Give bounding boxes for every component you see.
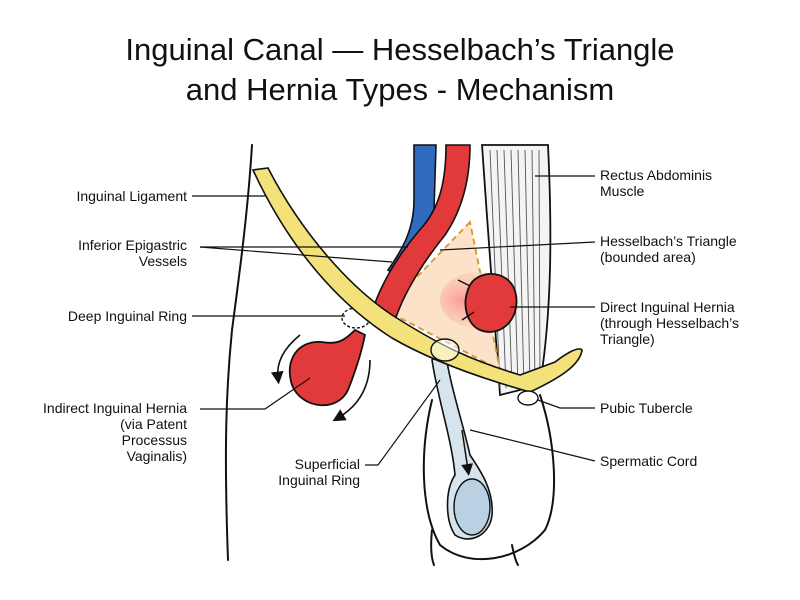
- leader-superficial-ring: [365, 379, 441, 466]
- label-indirect-hernia-line-4: Vaginalis): [127, 448, 187, 464]
- title-line-2: and Hernia Types - Mechanism: [185, 72, 615, 107]
- label-spermatic-cord-line-1: Spermatic Cord: [600, 453, 697, 469]
- leader-lines: [192, 175, 596, 466]
- direct-hernia-arrows: [457, 279, 475, 321]
- label-superficial-ring-line-1: Superficial: [295, 456, 360, 472]
- label-direct-hernia: Direct Inguinal Hernia(through Hesselbac…: [600, 299, 739, 347]
- label-rectus-line-2: Muscle: [600, 183, 645, 199]
- label-inguinal-ligament-line-1: Inguinal Ligament: [76, 188, 187, 204]
- label-direct-hernia-line-2: (through Hesselbach’s: [600, 315, 739, 331]
- thigh-outline: [430, 529, 519, 566]
- cord-arrow: [461, 429, 474, 476]
- label-direct-hernia-line-3: Triangle): [600, 331, 655, 347]
- label-indirect-hernia-line-3: Processus: [122, 432, 187, 448]
- testis: [453, 478, 491, 536]
- label-hesselbach-line-2: (bounded area): [600, 249, 696, 265]
- leader-spermatic-cord: [469, 429, 596, 462]
- indirect-hernia-arrow-left: [270, 334, 301, 385]
- label-inferior-epigastric-line-1: Inferior Epigastric: [78, 237, 187, 253]
- label-hesselbach: Hesselbach’s Triangle(bounded area): [600, 233, 737, 265]
- label-deep-ring-line-1: Deep Inguinal Ring: [68, 308, 187, 324]
- label-superficial-ring-line-2: Inguinal Ring: [278, 472, 360, 488]
- diagram-title: Inguinal Canal — Hesselbach’s Triangle a…: [0, 30, 800, 110]
- label-pubic-tubercle-line-1: Pubic Tubercle: [600, 400, 693, 416]
- indirect-hernia-sac: [288, 328, 367, 407]
- label-indirect-hernia-line-2: (via Patent: [120, 416, 187, 432]
- leader-epigastric-2: [199, 246, 393, 263]
- direct-hernia-sac: [464, 273, 518, 333]
- superficial-ring: [430, 338, 460, 362]
- label-inguinal-ligament: Inguinal Ligament: [76, 188, 187, 204]
- label-pubic-tubercle: Pubic Tubercle: [600, 400, 693, 416]
- label-direct-hernia-line-1: Direct Inguinal Hernia: [600, 299, 735, 315]
- body-outline: [224, 144, 253, 561]
- pubic-tubercle: [517, 390, 539, 406]
- title-line-1: Inguinal Canal — Hesselbach’s Triangle: [125, 32, 675, 67]
- label-inferior-epigastric-line-2: Vessels: [139, 253, 187, 269]
- leader-pubic-tubercle: [537, 399, 595, 409]
- label-deep-ring: Deep Inguinal Ring: [68, 308, 187, 324]
- inguinal-ligament-band: [251, 167, 583, 393]
- label-rectus-line-1: Rectus Abdominis: [600, 167, 712, 183]
- label-hesselbach-line-1: Hesselbach’s Triangle: [600, 233, 737, 249]
- scrotum-outline: [422, 394, 556, 561]
- label-spermatic-cord: Spermatic Cord: [600, 453, 697, 469]
- rectus-abdominis-muscle: [481, 144, 552, 397]
- leader-hesselbach: [439, 241, 596, 251]
- label-indirect-hernia-line-1: Indirect Inguinal Hernia: [43, 400, 187, 416]
- indirect-hernia-arrow-right: [332, 359, 371, 422]
- leader-indirect-hernia: [200, 377, 311, 410]
